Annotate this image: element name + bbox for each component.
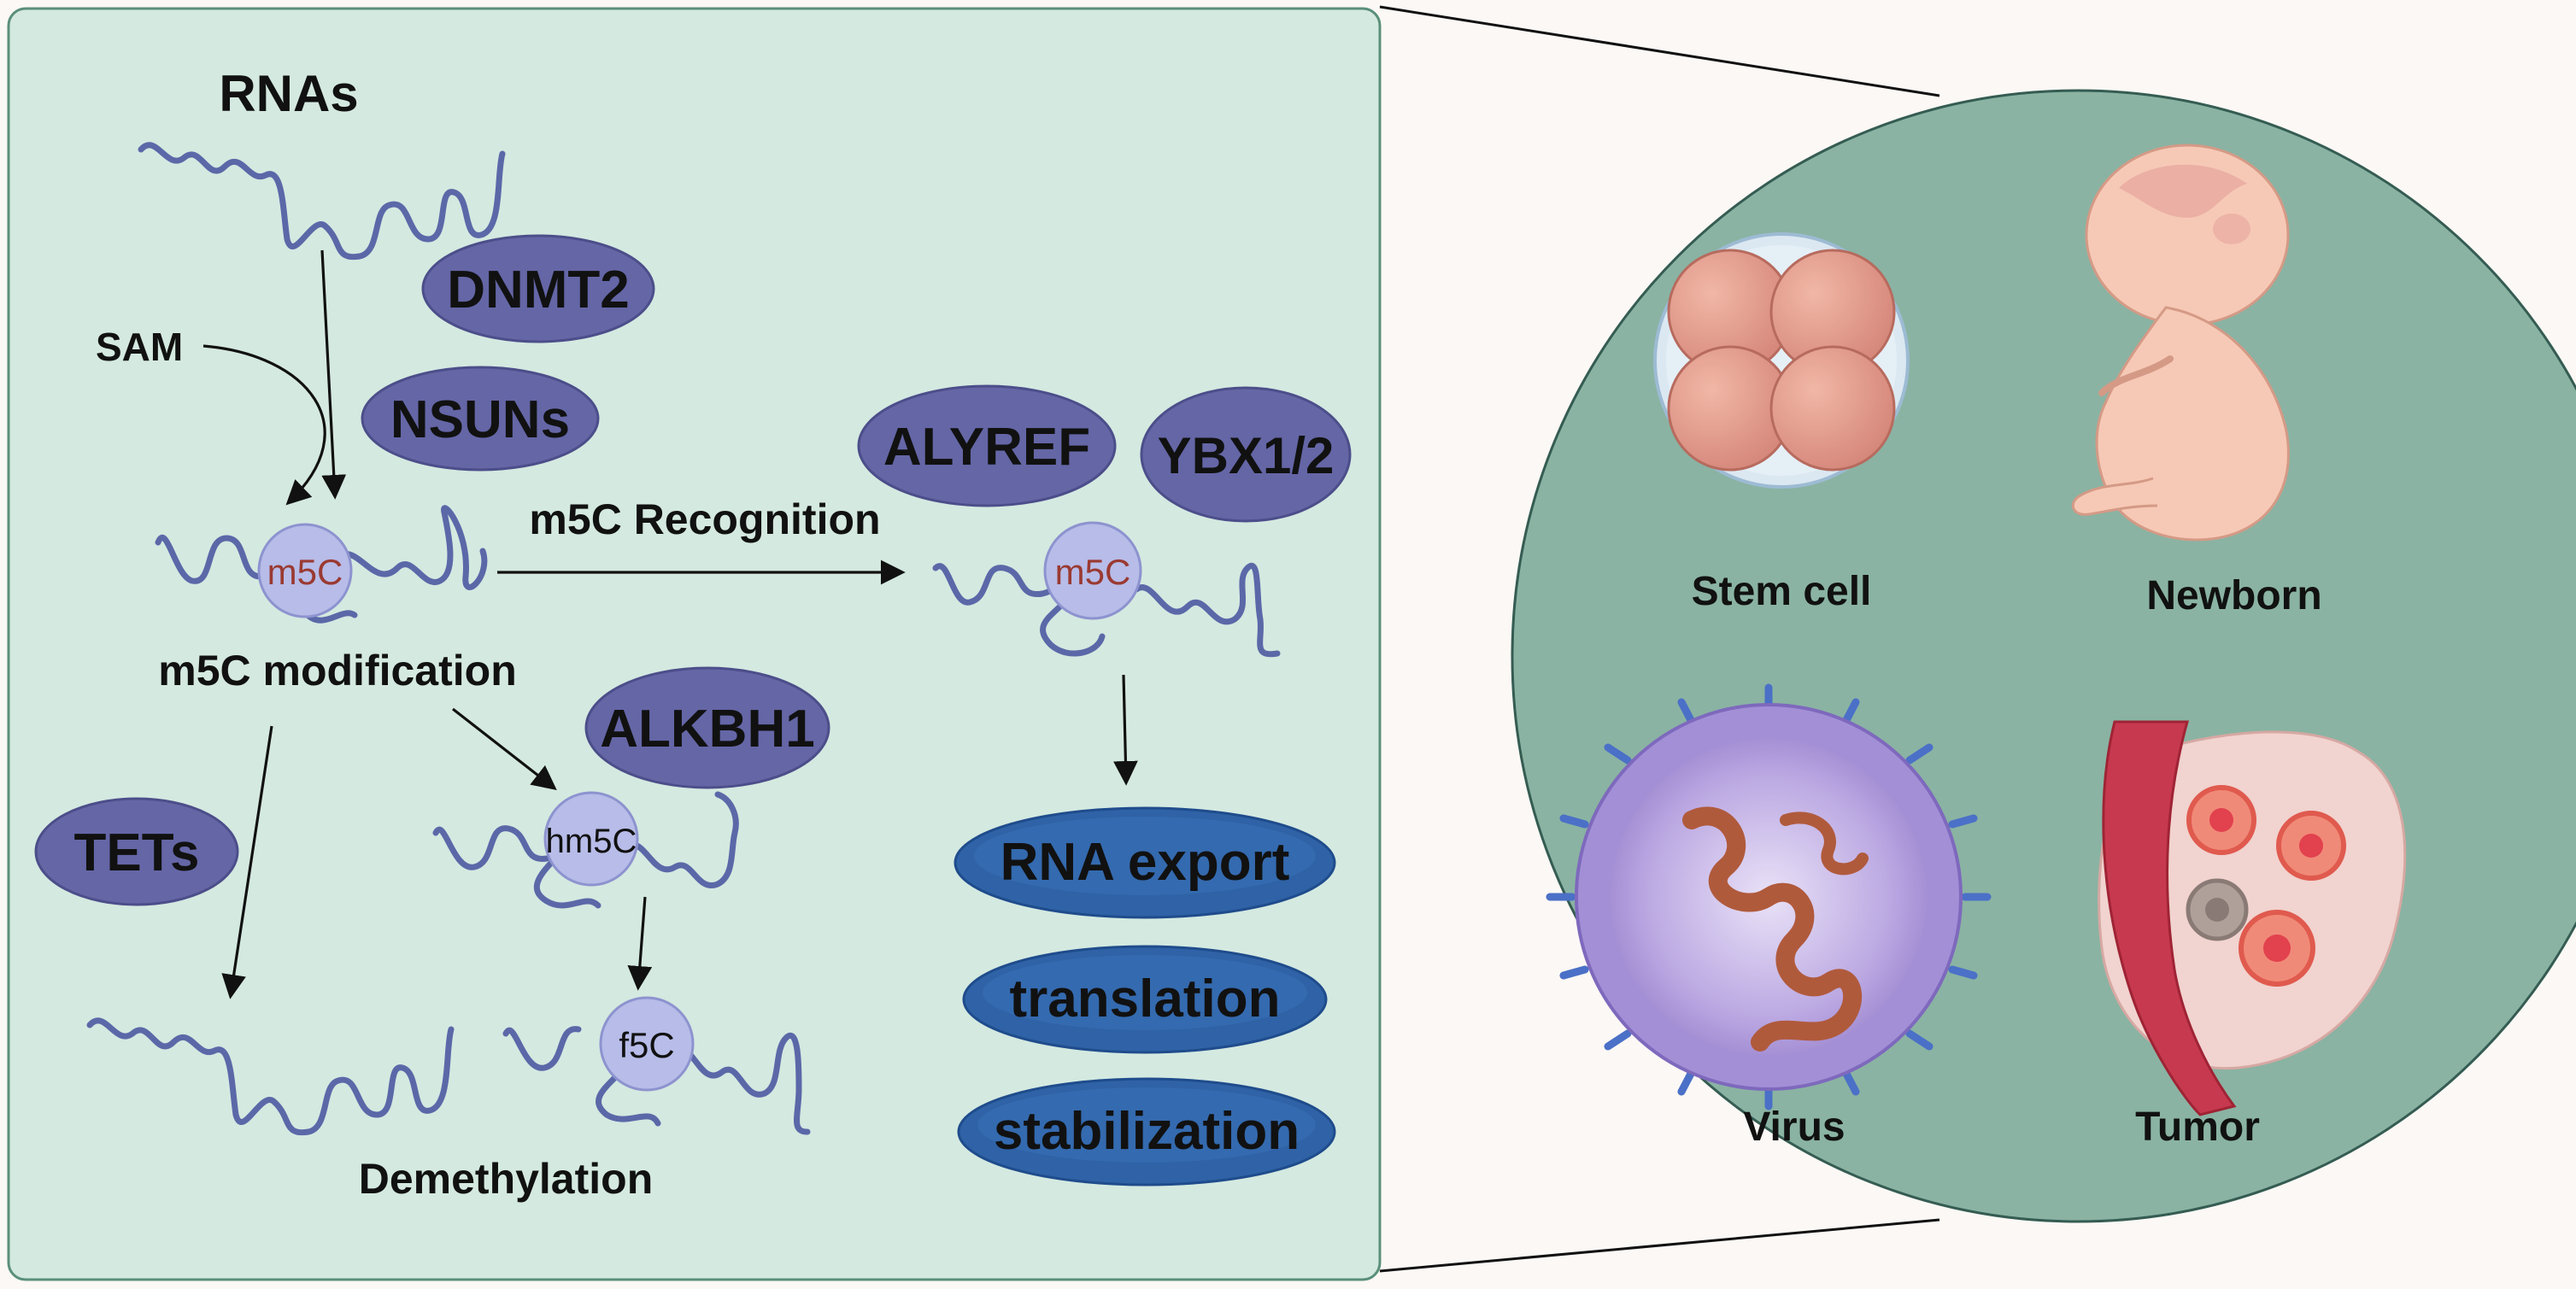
context-newborn: Newborn: [2146, 573, 2321, 618]
writer-dnmt2: DNMT2: [421, 234, 655, 343]
arrow-sam: [202, 344, 326, 506]
stem-cell-icon: [1653, 232, 1910, 489]
eraser-alkbh1: ALKBH1: [584, 666, 830, 789]
outcome-stabilization: stabilization: [957, 1077, 1336, 1186]
svg-text:translation: translation: [1010, 970, 1281, 1028]
newborn-icon: [2071, 144, 2290, 542]
svg-text:NSUNs: NSUNs: [390, 390, 570, 449]
f5c-mark: f5C: [619, 1025, 674, 1065]
eraser-tets: TETs: [34, 797, 239, 906]
connector-line-top: [1379, 5, 1940, 97]
reader-ybx12: YBX1/2: [1140, 386, 1352, 523]
svg-text:TETs: TETs: [74, 823, 200, 882]
outcome-rna-export: RNA export: [954, 806, 1336, 919]
connector-line-bottom: [1379, 1218, 1940, 1273]
rnas-label: RNAs: [219, 65, 358, 122]
context-virus: Virus: [1743, 1104, 1845, 1150]
m5c-mark-recognized: m5C: [1055, 552, 1131, 592]
rna-strand-top: [138, 142, 506, 261]
context-tumor: Tumor: [2135, 1104, 2260, 1150]
svg-text:ALYREF: ALYREF: [883, 418, 1090, 477]
rna-strand-demethylated: [86, 1017, 455, 1136]
demethylation-label: Demethylation: [359, 1155, 654, 1203]
right-panel: Stem cell Newborn: [1511, 89, 2576, 1223]
f5c-rna: f5C: [502, 996, 811, 1135]
tumor-icon: [2098, 720, 2407, 1116]
reader-alyref: ALYREF: [857, 384, 1117, 507]
svg-text:RNA export: RNA export: [1000, 833, 1290, 892]
hm5c-rna: hm5C: [432, 791, 739, 909]
svg-text:DNMT2: DNMT2: [447, 261, 630, 319]
m5c-mark: m5C: [267, 552, 343, 592]
arrow-to-hm5c: [452, 707, 557, 790]
arrow-to-f5c: [627, 896, 653, 991]
m5c-modified-rna: m5C: [155, 505, 488, 624]
arrow-demethylation: [221, 725, 273, 999]
context-stem-cell: Stem cell: [1692, 569, 1872, 614]
virus-icon: [1546, 683, 1992, 1110]
arrow-to-outcomes: [1113, 674, 1138, 786]
outcome-translation: translation: [962, 945, 1328, 1054]
svg-text:YBX1/2: YBX1/2: [1158, 427, 1335, 484]
svg-text:ALKBH1: ALKBH1: [600, 700, 814, 759]
recognized-rna: m5C: [932, 521, 1281, 658]
svg-text:stabilization: stabilization: [994, 1102, 1300, 1161]
sam-label: SAM: [96, 325, 183, 369]
m5c-recognition-label: m5C Recognition: [529, 495, 880, 543]
m5c-modification-label: m5C modification: [158, 647, 516, 694]
left-panel: RNAs SAM DNMT2 NSUNs m5C m5C modificatio…: [7, 7, 1382, 1281]
writer-nsuns: NSUNs: [361, 366, 600, 472]
arrow-rna-to-m5c: [320, 249, 347, 500]
hm5c-mark: hm5C: [546, 823, 637, 860]
